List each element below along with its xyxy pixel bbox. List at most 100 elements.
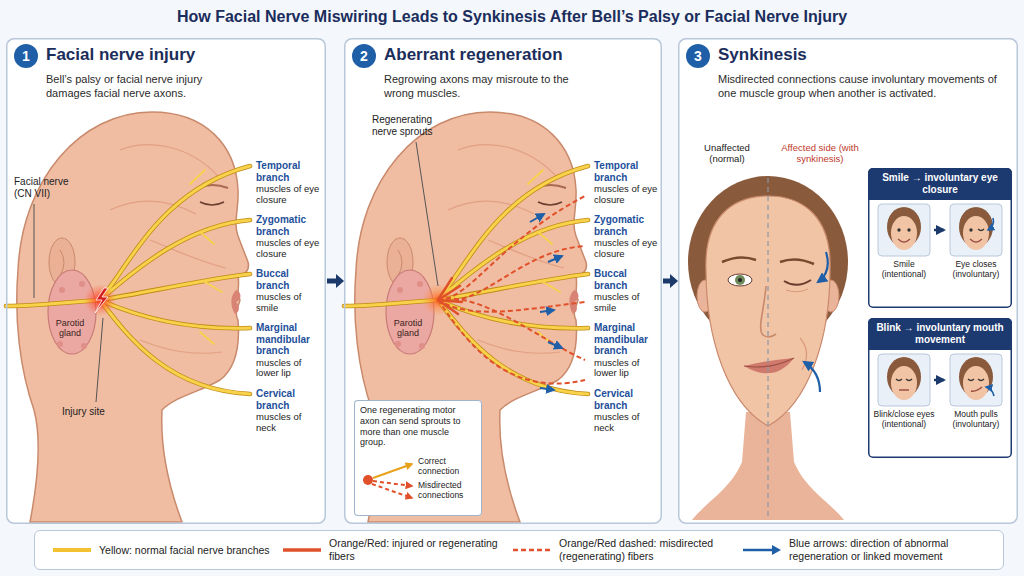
panel-three-illustration bbox=[971, 387, 982, 391]
example-caption: Smile (intentional) bbox=[870, 260, 938, 280]
panel-three-illustration bbox=[898, 239, 910, 242]
flow-arrow bbox=[663, 274, 678, 288]
panel-two-illustration bbox=[548, 256, 562, 262]
panel-three-illustration bbox=[744, 358, 794, 373]
panel-three-illustration bbox=[818, 252, 828, 282]
panel-three-illustration bbox=[784, 280, 811, 285]
panel-three-illustration bbox=[978, 379, 984, 381]
branch-name: Zygomatic branch bbox=[594, 214, 658, 237]
legend-item: Orange/Red dashed: misdirected (regenera… bbox=[511, 531, 739, 569]
panel-three-illustration bbox=[728, 274, 752, 286]
branch-target: muscles of eye closure bbox=[594, 238, 658, 260]
flow-arrow-shaft bbox=[663, 279, 670, 284]
flow-arrow bbox=[327, 274, 344, 288]
panel-two-illustration bbox=[373, 481, 412, 486]
legend-item: Blue arrows: direction of abnormal regen… bbox=[741, 531, 999, 569]
panel-three-illustration bbox=[735, 275, 745, 285]
panel-three-illustration bbox=[906, 379, 912, 381]
panel-one-illustration bbox=[96, 318, 103, 402]
panel-body: Bell’s palsy or facial nerve injury dama… bbox=[46, 72, 246, 101]
branch-name: Marginal mandibular branch bbox=[594, 322, 658, 357]
branch-name: Cervical branch bbox=[256, 388, 320, 411]
panel-two-illustration bbox=[530, 214, 562, 390]
branch-name: Temporal branch bbox=[594, 160, 658, 183]
legend-sample-line bbox=[513, 549, 551, 552]
panel-grounds bbox=[344, 38, 662, 524]
example-heading: Smile → involuntary eye closure bbox=[868, 168, 1012, 200]
legend-sample-line bbox=[743, 549, 773, 552]
panel-three-illustration bbox=[800, 338, 807, 370]
panel-two-illustration bbox=[540, 310, 554, 312]
panel-two-illustration bbox=[438, 300, 585, 384]
panel-heading: Aberrant regeneration bbox=[384, 45, 654, 65]
panel-two-illustration bbox=[344, 112, 588, 522]
panel-three-illustration bbox=[878, 354, 930, 406]
panel-three-illustration bbox=[738, 278, 742, 282]
example-caption: Blink/close eyes (intentional) bbox=[870, 410, 938, 430]
structure-label: Parotid gland bbox=[50, 318, 90, 339]
panel-three-illustration bbox=[896, 379, 902, 381]
side-label: Affected side (with synkinesis) bbox=[775, 142, 865, 165]
legend-text: Orange/Red: injured or regenerating fibe… bbox=[329, 537, 509, 562]
legend-text: Orange/Red dashed: misdirected (regenera… bbox=[559, 537, 739, 562]
panel-body: Misdirected connections cause involuntar… bbox=[718, 72, 1008, 101]
example-box: Blink → involuntary mouth movementBlink/… bbox=[868, 318, 1012, 458]
step-number: 3 bbox=[686, 44, 710, 68]
legend-text: Blue arrows: direction of abnormal regen… bbox=[789, 537, 999, 562]
panel-two-illustration bbox=[416, 142, 438, 286]
panel-body: Regrowing axons may misroute to the wron… bbox=[384, 72, 584, 101]
panel-two-illustration bbox=[438, 196, 585, 384]
panel-three-illustration bbox=[897, 228, 900, 231]
step-badge: 2 bbox=[352, 44, 376, 68]
example-caption: Eye closes (involuntary) bbox=[942, 260, 1010, 280]
legend-sample-head bbox=[772, 545, 781, 555]
panel-grounds bbox=[678, 38, 1018, 524]
legend-box: Yellow: normal facial nerve branchesOran… bbox=[34, 530, 1004, 570]
branch-name: Zygomatic branch bbox=[256, 214, 320, 237]
panel-two-illustration bbox=[438, 246, 585, 301]
inset-key: Correct connection bbox=[418, 456, 478, 476]
panel-three-illustration bbox=[950, 204, 1002, 256]
panel-grounds bbox=[6, 38, 326, 524]
panel-two-illustration bbox=[344, 166, 588, 394]
panel-two-illustration bbox=[354, 400, 482, 516]
step-number: 1 bbox=[14, 44, 38, 68]
panel-three-illustration bbox=[868, 318, 1012, 458]
panel-heading: Synkinesis bbox=[718, 45, 1008, 65]
branch-target: muscles of lower lip bbox=[594, 358, 658, 380]
panel-two-illustration bbox=[438, 278, 462, 314]
panel-two-illustration bbox=[438, 300, 585, 312]
panel-three-illustration bbox=[878, 204, 930, 256]
branch-target: muscles of smile bbox=[594, 292, 658, 314]
panel-heading: Facial nerve injury bbox=[46, 45, 316, 65]
panel-three-illustration bbox=[988, 218, 993, 230]
step-badge: 1 bbox=[14, 44, 38, 68]
panel-three-illustration bbox=[804, 362, 820, 392]
structure-label: Injury site bbox=[62, 406, 122, 418]
panel-three-illustration bbox=[899, 389, 909, 391]
panel-three-illustration bbox=[786, 289, 808, 292]
panel-three-illustration bbox=[934, 379, 944, 382]
example-box: Smile → involuntary eye closureSmile (in… bbox=[868, 168, 1012, 308]
legend-sample bbox=[741, 544, 783, 556]
panel-three-illustration bbox=[761, 286, 776, 337]
panel-one-illustration bbox=[6, 112, 250, 522]
inset-note: One regenerating motor axon can send spr… bbox=[360, 405, 476, 448]
panel-grounds bbox=[6, 38, 1018, 524]
branch-target: muscles of eye closure bbox=[256, 238, 320, 260]
panel-two-illustration bbox=[530, 214, 544, 222]
inset-key: Misdirected connections bbox=[418, 480, 478, 500]
legend-sample-line bbox=[53, 548, 91, 552]
branch-target: muscles of eye closure bbox=[594, 184, 658, 206]
panel-one-illustration bbox=[6, 166, 250, 394]
panel-three-illustration bbox=[969, 228, 972, 231]
step-badge: 3 bbox=[686, 44, 710, 68]
panel-three-illustration bbox=[868, 168, 1012, 308]
panel-one-illustration bbox=[95, 288, 108, 313]
panel-three-illustration bbox=[968, 379, 974, 381]
example-heading: Blink → involuntary mouth movement bbox=[868, 318, 1012, 350]
legend-sample bbox=[51, 544, 93, 556]
step-panel: SynkinesisMisdirected connections cause … bbox=[678, 38, 1018, 524]
